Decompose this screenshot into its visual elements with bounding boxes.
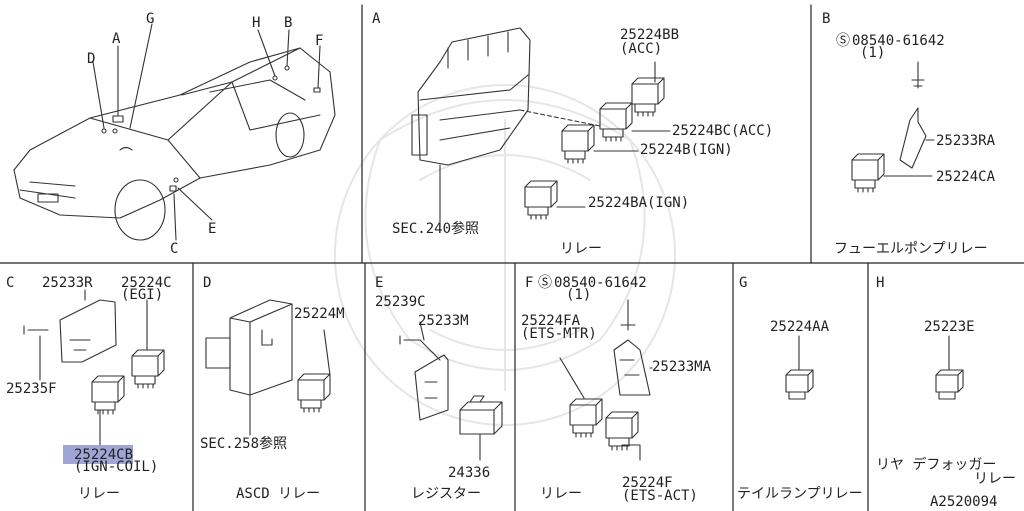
callout-h: H: [252, 15, 261, 31]
part-24336: 24336: [448, 465, 491, 481]
part-08540-f-qty: (1): [566, 287, 592, 303]
callout-f: F: [315, 33, 324, 49]
relay-group-gh: [785, 335, 964, 400]
relay-group-c: [23, 289, 165, 446]
panel-a-letter: A: [372, 11, 381, 27]
part-08540-b-qty: (1): [860, 45, 886, 61]
panel-h-letter: H: [876, 275, 885, 291]
part-25233r: 25233R: [42, 275, 93, 291]
sec-258-ref: SEC.258参照: [200, 436, 288, 452]
part-25224c-note: (EGI): [121, 287, 164, 303]
panel-b-caption: フューエルポンプリレー: [834, 241, 988, 257]
junction-box: [411, 27, 531, 223]
panel-b-letter: B: [822, 11, 831, 27]
panel-g-caption: テイルランプリレー: [737, 486, 863, 502]
part-25224ba: 25224BA(IGN): [588, 195, 690, 211]
part-25224b: 25224B(IGN): [640, 142, 733, 158]
panel-c-letter: C: [6, 275, 15, 291]
part-25224bb-note: (ACC): [620, 41, 663, 57]
panel-d-letter: D: [203, 275, 212, 291]
screw-symbol-f: Ⓢ: [538, 275, 552, 291]
panel-h-caption-2: リレー: [974, 471, 1016, 487]
relay-group-d: [205, 299, 331, 436]
part-25223e: 25223E: [924, 319, 975, 335]
part-25224aa: 25224AA: [770, 319, 830, 335]
callout-b: B: [284, 15, 293, 31]
panel-h-caption-1: リヤ デフォッガー: [876, 457, 997, 473]
panel-d-caption: ASCD リレー: [236, 486, 321, 502]
part-25233ra: 25233RA: [936, 133, 996, 149]
relay-group-b: [851, 61, 935, 193]
callout-a: A: [112, 31, 121, 47]
panel-f-caption: リレー: [540, 486, 582, 502]
part-25224f: 25224F: [622, 475, 673, 491]
screw-symbol-b: Ⓢ: [836, 33, 850, 49]
part-25224f-note: (ETS-ACT): [622, 488, 698, 504]
panel-c-caption: リレー: [78, 486, 120, 502]
relay-group-a: [519, 61, 671, 220]
part-25239c: 25239C: [375, 294, 426, 310]
panel-e-caption: レジスター: [411, 486, 481, 502]
figure-id: A2520094: [930, 494, 998, 510]
watermark: [334, 84, 676, 426]
panel-f-letter: F: [525, 275, 534, 291]
part-25235f: 25235F: [6, 381, 57, 397]
part-25224fa: 25224FA: [521, 313, 581, 329]
relay-group-e: [399, 321, 503, 461]
sec-240-ref: SEC.240参照: [392, 221, 480, 237]
part-25224cb-note: (IGN-COIL): [74, 459, 159, 475]
part-25224bc: 25224BC(ACC): [672, 123, 774, 139]
panel-g-letter: G: [739, 275, 748, 291]
part-25224bb: 25224BB: [620, 27, 680, 43]
part-25224ca: 25224CA: [936, 169, 996, 185]
part-25224fa-note: (ETS-MTR): [521, 326, 597, 342]
part-25233m: 25233M: [418, 313, 469, 329]
callout-e: E: [208, 221, 217, 237]
part-25224c: 25224C: [121, 275, 172, 291]
callout-c: C: [170, 241, 179, 257]
part-25224cb: 25224CB: [74, 447, 134, 463]
panel-e-letter: E: [375, 275, 384, 291]
part-25233ma: 25233MA: [652, 359, 712, 375]
car-leader-lines: [92, 23, 321, 241]
callout-d: D: [87, 51, 96, 67]
callout-g: G: [146, 11, 155, 27]
part-08540-b: 08540-61642: [852, 33, 945, 49]
panel-grid: [0, 4, 1024, 511]
relay-group-f: [559, 299, 653, 461]
highlight-box: [63, 445, 133, 464]
panel-a-caption: リレー: [560, 241, 602, 257]
part-08540-f: 08540-61642: [554, 275, 647, 291]
part-25224m: 25224M: [294, 306, 345, 322]
